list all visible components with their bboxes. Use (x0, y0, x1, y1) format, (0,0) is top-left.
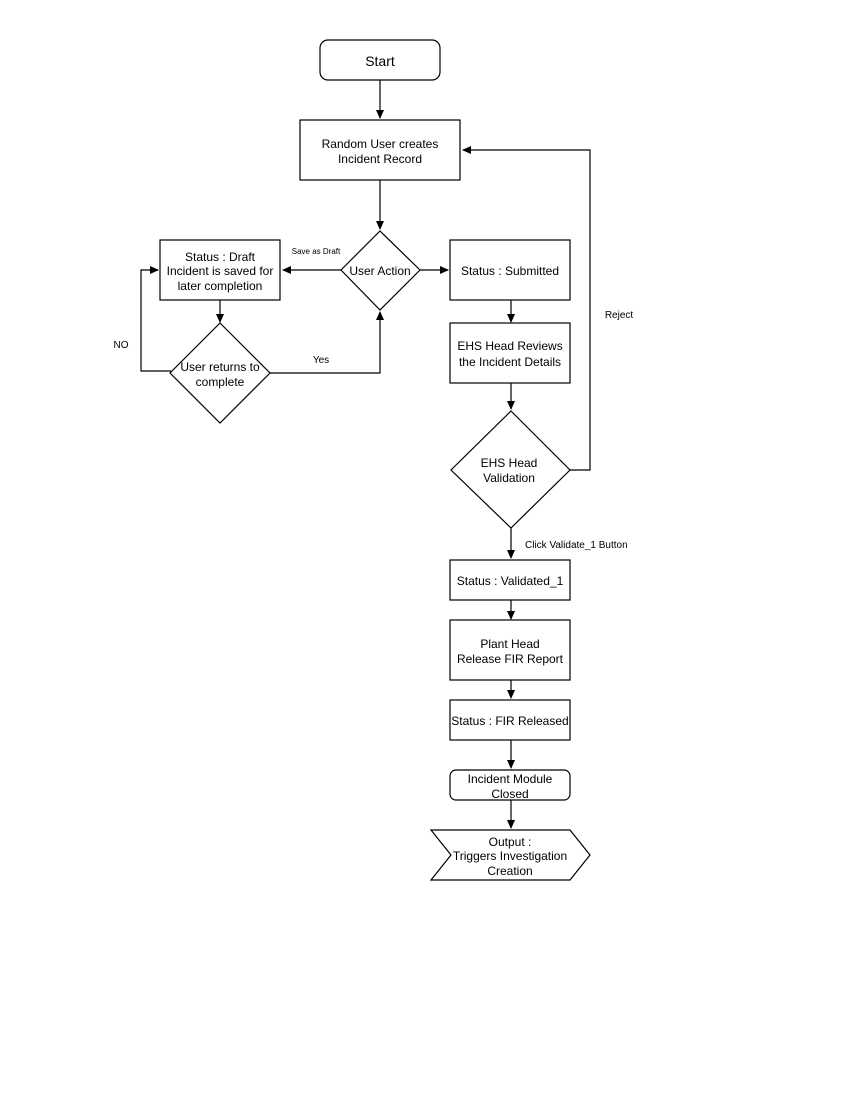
validated-status-node: Status : Validated_1 (449, 559, 571, 601)
edge-label-yes: Yes (313, 355, 329, 366)
ehs-review-label-line1: EHS Head Reviews (457, 339, 562, 353)
start-label: Start (365, 53, 395, 69)
ehs-review-label-line2: the Incident Details (459, 355, 561, 369)
start-node: Start (319, 39, 441, 81)
ehs-validation-label-line1: EHS Head (481, 456, 538, 470)
fir-released-label: Status : FIR Released (451, 714, 568, 728)
create-incident-node: Random User creates Incident Record (299, 119, 461, 181)
validated-status-label: Status : Validated_1 (457, 574, 564, 588)
edge-label-reject: Reject (605, 310, 634, 321)
output-label-line2: Triggers Investigation (453, 849, 567, 863)
incident-closed-label-line2: Closed (491, 787, 528, 801)
edge-validation-reject-to-create (462, 146, 591, 471)
edge-label-save-as-draft: Save as Draft (292, 247, 341, 256)
fir-released-node: Status : FIR Released (449, 699, 571, 741)
user-action-decision: User Action (340, 230, 421, 311)
ehs-review-node: EHS Head Reviews the Incident Details (449, 322, 571, 384)
create-incident-label-line1: Random User creates (322, 137, 439, 151)
output-label-line3: Creation (487, 864, 532, 878)
user-returns-decision: User returns to complete (169, 322, 271, 424)
user-returns-label-line1: User returns to (180, 360, 260, 374)
plant-head-label-line2: Release FIR Report (457, 652, 564, 666)
edge-returns-no-to-draft (140, 266, 171, 372)
draft-status-node: Status : Draft Incident is saved for lat… (159, 239, 281, 301)
edge-returns-yes-to-user-action (270, 311, 384, 374)
ehs-validation-label-line2: Validation (483, 471, 535, 485)
ehs-validation-decision: EHS Head Validation (450, 410, 571, 529)
submitted-status-node: Status : Submitted (449, 239, 571, 301)
plant-head-label-line1: Plant Head (480, 637, 539, 651)
output-node: Output : Triggers Investigation Creation (429, 829, 591, 881)
incident-closed-label-line1: Incident Module (468, 772, 553, 786)
draft-status-label-line3: later completion (178, 279, 263, 293)
submitted-status-label: Status : Submitted (461, 264, 559, 278)
output-label-line1: Output : (489, 835, 532, 849)
user-action-label: User Action (349, 264, 410, 278)
edge-label-no: NO (114, 340, 129, 351)
edge-label-click-validate: Click Validate_1 Button (525, 540, 628, 551)
create-incident-label-line2: Incident Record (338, 152, 422, 166)
incident-closed-node: Incident Module Closed (449, 769, 571, 801)
plant-head-node: Plant Head Release FIR Report (449, 619, 571, 681)
draft-status-label-line2: Incident is saved for (167, 264, 274, 278)
draft-status-label-line1: Status : Draft (185, 250, 256, 264)
user-returns-label-line2: complete (196, 375, 245, 389)
